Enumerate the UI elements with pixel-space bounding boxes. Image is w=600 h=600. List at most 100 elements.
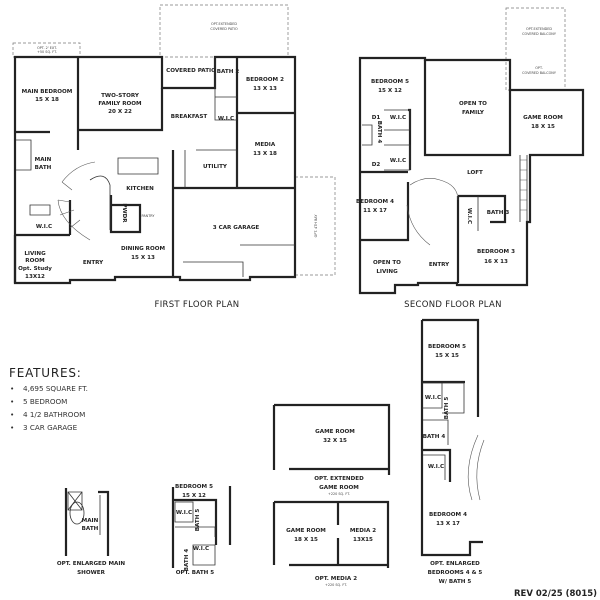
opt-extended-patio-label: OPT.EXTENDED [211, 22, 237, 26]
opt-main-shower-caption: OPT. ENLARGED MAIN [57, 561, 126, 567]
opt-balcony-outline [505, 7, 566, 91]
bath5-label: BATH 5 [444, 397, 450, 420]
room-wic-2: W.I.C [390, 158, 406, 164]
feature-item: 5 BEDROOM [23, 397, 67, 406]
opt-balcony-label: OPT. [535, 66, 543, 70]
second-floor-title: SECOND FLOOR PLAN [404, 300, 502, 310]
bath5-walls [171, 486, 232, 568]
game-room-size: 32 X 15 [323, 438, 347, 444]
room-family-2: FAMILY ROOM [98, 101, 142, 107]
room-bedroom-4: BEDROOM 4 [356, 199, 394, 205]
opt-main-shower-caption-2: SHOWER [77, 570, 105, 576]
opt-2ft-ext-outline [12, 42, 81, 58]
bedroom4-size: 13 X 17 [436, 521, 460, 527]
room-main-wic: W.I.C [36, 224, 52, 230]
bullet: • [10, 423, 14, 432]
room-wic-1: W.I.C [390, 115, 406, 121]
room-bedroom-3-size: 16 X 13 [484, 259, 508, 265]
opt-bath-5: BEDROOM 5 15 X 12 W.I.C BATH 5 BATH 4 W.… [171, 484, 232, 576]
second-floor-curved-stair [406, 178, 459, 246]
wic-label: W.I.C [176, 510, 192, 516]
room-wic-3: W.I.C [466, 208, 472, 224]
open-to-living-2: LIVING [376, 269, 398, 275]
media2-walls [272, 500, 390, 568]
bath4-label: BATH 4 [184, 549, 190, 572]
open-to-living: OPEN TO [373, 260, 401, 266]
opt-ext-game-caption-2: GAME ROOM [319, 485, 359, 491]
opt-ext-game-caption: OPT. EXTENDED [314, 476, 364, 482]
opt-bath5-caption: OPT. BATH 5 [176, 570, 214, 576]
wic-label: W.I.C [425, 395, 441, 401]
feature-item: 4 1/2 BATHROOM [23, 410, 85, 419]
room-entry: ENTRY [83, 260, 104, 266]
shower-walls [64, 488, 110, 556]
opt-4th-bay-label: OPT. 4TH BAY [314, 214, 318, 238]
room-loft: LOFT [467, 170, 483, 176]
bullet: • [10, 397, 14, 406]
room-bath-3: BATH 3 [487, 210, 510, 216]
bullet: • [10, 384, 14, 393]
opt-enlarged-caption: OPT. ENLARGED [430, 561, 480, 567]
feature-item: 3 CAR GARAGE [23, 423, 78, 432]
room-media: MEDIA [255, 142, 276, 148]
room-family-size: 20 X 22 [108, 109, 132, 115]
bedroom5-size: 15 X 12 [182, 493, 206, 499]
room-family: TWO-STORY [101, 93, 140, 99]
opt-2ft-ext-label: OPT. 2' EXT. [37, 46, 57, 50]
curved-staircase [57, 161, 96, 241]
media2-label: MEDIA 2 [350, 528, 376, 534]
second-floor-straight-stair [520, 159, 527, 211]
first-floor-title: FIRST FLOOR PLAN [155, 300, 240, 310]
main-bath-label: MAIN [82, 518, 99, 524]
game-room-label: GAME ROOM [315, 429, 355, 435]
second-floor-labels: OPT.EXTENDED COVERED BALCONY OPT. COVERE… [356, 27, 563, 310]
room-game: GAME ROOM [523, 115, 563, 121]
room-living-size: 13X12 [25, 274, 45, 280]
main-bath-label-2: BATH [82, 526, 99, 532]
room-bath-4: BATH 4 [376, 121, 382, 144]
shower-fixtures [67, 491, 101, 535]
bedroom4-label: BEDROOM 4 [429, 512, 467, 518]
features-title: FEATURES: [9, 366, 82, 380]
features-list: FEATURES: • 4,695 SQUARE FT. • 5 BEDROOM… [9, 366, 88, 432]
room-main-bath-2: BATH [35, 165, 52, 171]
entry-curve [89, 175, 111, 230]
room-d2: D2 [372, 162, 381, 168]
opt-media2-caption: OPT. MEDIA 2 [315, 576, 357, 582]
room-bath-2: BATH 2 [217, 69, 240, 75]
opt-enlarged-caption-3: W/ BATH 5 [439, 579, 472, 585]
room-living-2: ROOM [25, 258, 45, 264]
first-floor-outer-wall [13, 55, 297, 285]
room-living-study: Opt. Study [18, 266, 52, 272]
room-garage: 3 CAR GARAGE [213, 225, 260, 231]
room-pantry: PANTRY [142, 214, 156, 218]
room-bedroom-5-size: 15 X 12 [378, 88, 402, 94]
room-bedroom-2-size: 13 X 13 [253, 86, 277, 92]
enlarged-stair [467, 434, 485, 501]
first-floor-fixtures [16, 57, 295, 277]
bath5-label: BATH 5 [195, 509, 201, 532]
first-floor-plan: OPT.EXTENDED COVERED PATIO OPT. 2' EXT. … [12, 4, 336, 310]
enlarged-fixtures [422, 382, 465, 480]
second-floor-fixtures [362, 109, 528, 231]
room-main-bedroom-size: 15 X 18 [35, 97, 59, 103]
first-floor-labels: OPT.EXTENDED COVERED PATIO OPT. 2' EXT. … [18, 22, 318, 310]
room-bedroom-5: BEDROOM 5 [371, 79, 409, 85]
feature-item: 4,695 SQUARE FT. [23, 384, 88, 393]
opt-extended-balcony-label-2: COVERED BALCONY [522, 32, 557, 36]
wic-label-2: W.I.C [193, 546, 209, 552]
opt-extended-patio-label-2: COVERED PATIO [210, 27, 238, 31]
opt-2ft-ext-sqft: +50 SQ. FT. [37, 50, 57, 54]
room-breakfast: BREAKFAST [171, 114, 208, 120]
opt-media2-note: +220 SQ. FT. [325, 583, 347, 587]
room-media-size: 13 X 18 [253, 151, 277, 157]
opt-ext-game-note: +220 SQ. FT. [328, 492, 350, 496]
bath4-label: BATH 4 [423, 434, 446, 440]
room-powder: PWDR [121, 203, 127, 223]
enlarged-walls [420, 318, 483, 557]
room-main-bath: MAIN [35, 157, 52, 163]
opt-extended-balcony-label: OPT.EXTENDED [526, 27, 552, 31]
room-living: LIVING [24, 251, 46, 257]
room-game-size: 18 X 15 [531, 124, 555, 130]
